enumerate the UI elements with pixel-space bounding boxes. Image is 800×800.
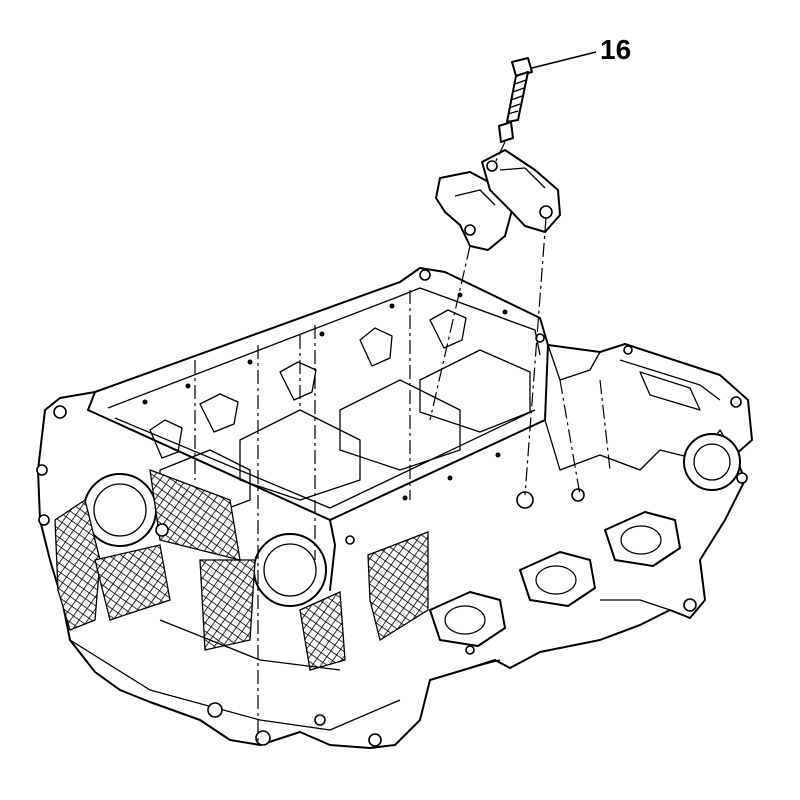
- assembly-centerlines: [194, 141, 611, 745]
- gasket-mesh-areas: [54, 469, 429, 671]
- camshaft-bores: [83, 473, 327, 607]
- exhaust-ports: [429, 511, 681, 647]
- callout-leader-16: [531, 51, 597, 69]
- bolt-16: [498, 57, 533, 143]
- bolt-holes: [36, 269, 748, 747]
- camshaft-bearing-caps: [435, 149, 561, 251]
- cylinder-head: [36, 267, 753, 749]
- callout-label-16: 16: [600, 34, 632, 65]
- deck-bolt-dots: [142, 292, 508, 501]
